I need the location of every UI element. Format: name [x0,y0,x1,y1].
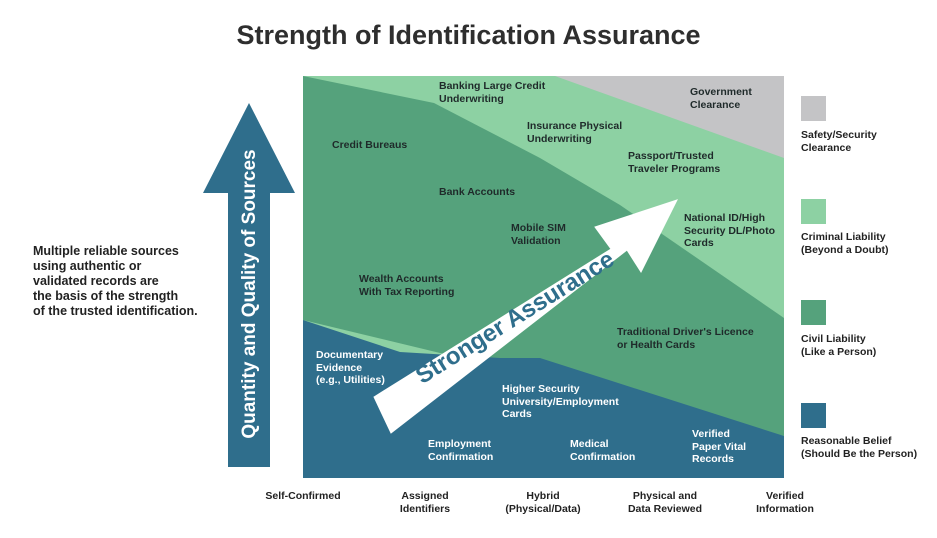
legend-swatch-criminal [801,199,826,224]
legend-label-safety: Safety/Security Clearance [801,129,877,154]
region-label-mobile-sim: Mobile SIM Validation [511,222,566,247]
x-axis-label-assigned-identifiers: Assigned Identifiers [399,490,451,515]
region-label-vital-records: Verified Paper Vital Records [692,428,747,465]
legend-label-civil: Civil Liability (Like a Person) [801,333,877,358]
stronger-assurance-arrow [373,199,678,434]
legend-swatch-safety [801,96,826,121]
region-label-passport: Passport/Trusted Traveler Programs [628,150,721,175]
region-label-national-id: National ID/High Security DL/Photo Cards [684,212,776,249]
region-label-credit-bureaus: Credit Bureaus [332,139,408,151]
region-panel [303,76,784,478]
legend-swatch-civil [801,300,826,325]
x-axis-label-verified-information: Verified Information [756,490,814,515]
x-axis-label-physical-data-reviewed: Physical and Data Reviewed [627,490,703,515]
region-safety [555,76,784,158]
legend-label-reasonable: Reasonable Belief (Should Be the Person) [801,435,918,460]
legend-swatch-reasonable [801,403,826,428]
region-label-drivers-licence: Traditional Driver's Licence or Health C… [617,326,754,351]
vertical-arrow-label: Quantity and Quality of Sources [239,149,260,438]
region-label-government: Government Clearance [690,86,752,111]
region-reasonable [303,320,784,478]
vertical-arrow [203,103,295,467]
legend-label-criminal: Criminal Liability (Beyond a Doubt) [801,231,889,256]
region-label-employment: Employment Confirmation [428,438,494,463]
region-label-wealth-accounts: Wealth Accounts With Tax Reporting [359,273,455,298]
x-axis-label-self-confirmed: Self-Confirmed [265,490,341,502]
x-axis-label-hybrid: Hybrid (Physical/Data) [505,490,581,515]
region-label-bank-accounts: Bank Accounts [439,186,516,198]
region-civil [303,76,784,436]
region-label-higher-security: Higher Security University/Employment Ca… [502,383,619,420]
region-label-medical: Medical Confirmation [570,438,636,463]
side-description: Multiple reliable sources using authenti… [33,244,198,318]
region-label-documentary: Documentary Evidence (e.g., Utilities) [316,349,385,386]
diagram-title: Strength of Identification Assurance [236,20,701,50]
region-label-insurance: Insurance Physical Underwriting [527,120,623,145]
region-label-banking: Banking Large Credit Underwriting [439,80,546,105]
